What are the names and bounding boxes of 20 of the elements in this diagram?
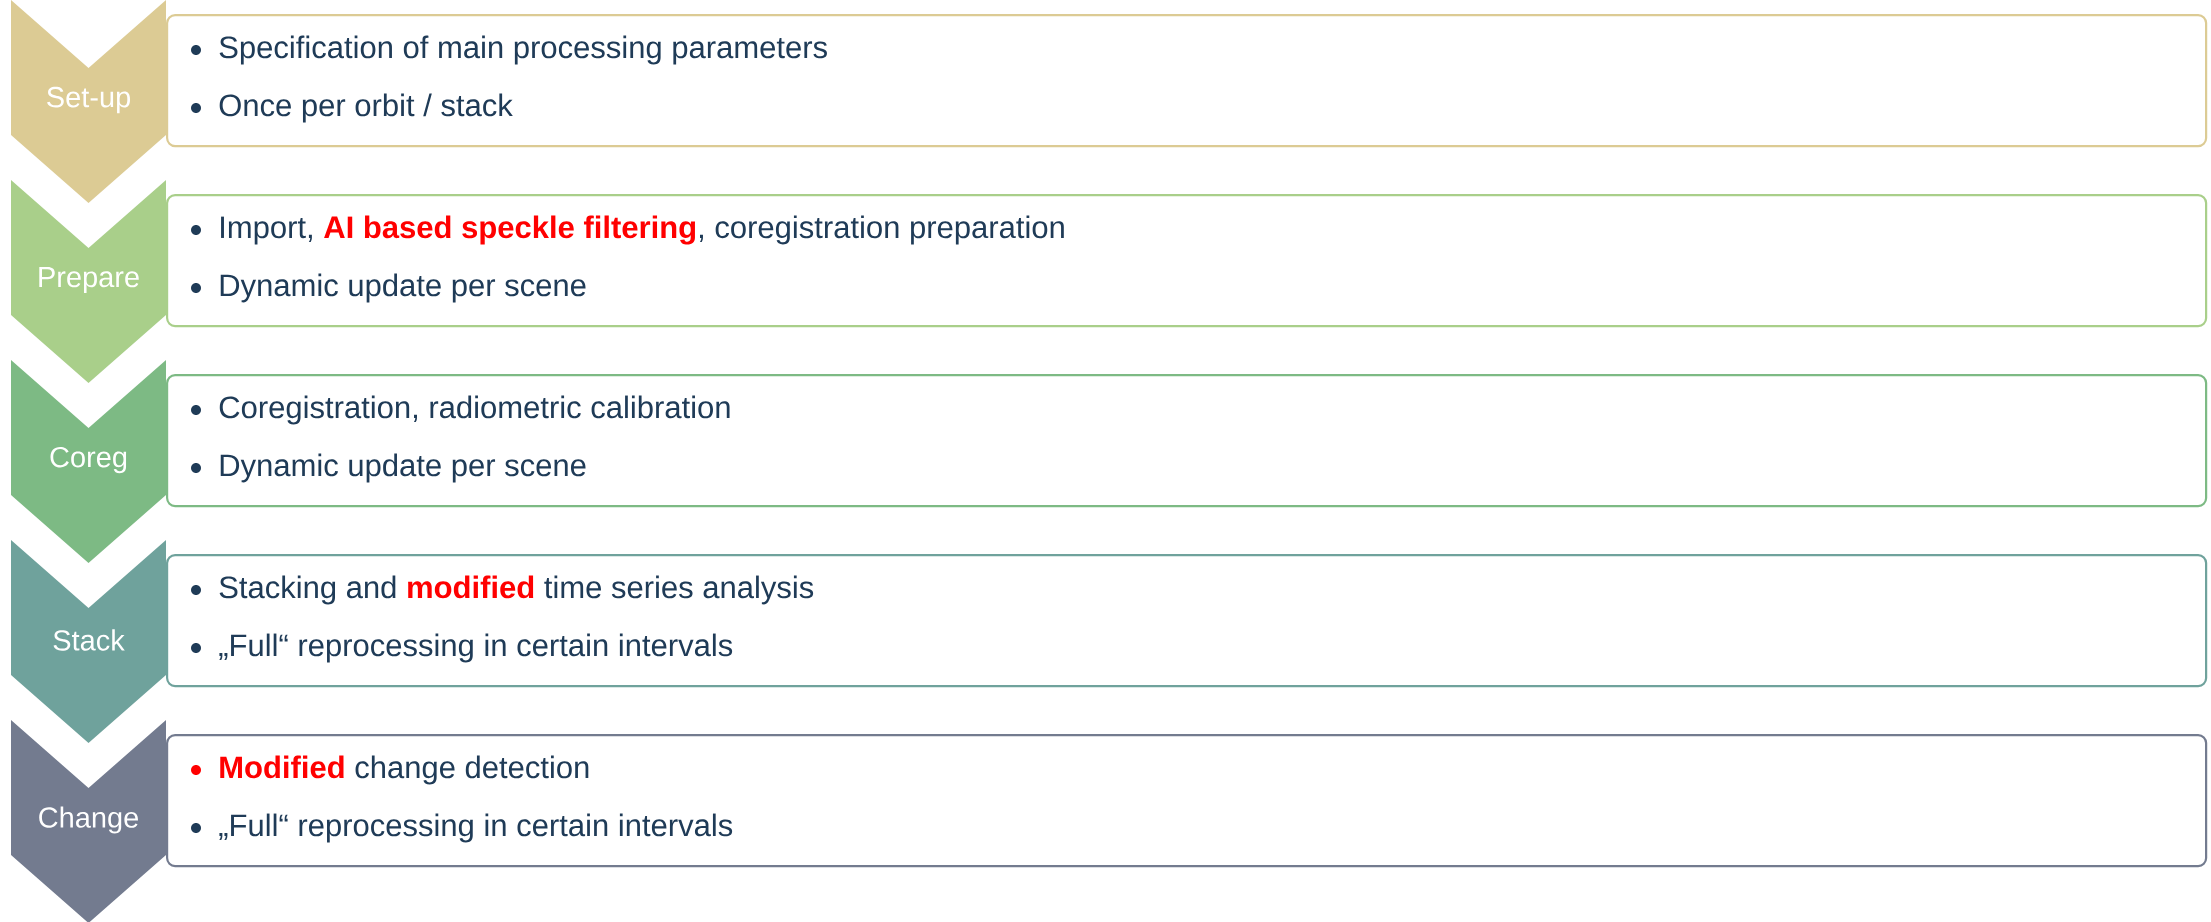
step-box: [166, 374, 2208, 508]
chevron-label: Change: [11, 720, 166, 922]
chevron-label: Set-up: [11, 0, 166, 203]
bullet-item: Once per orbit / stack: [191, 93, 513, 123]
bullet-item: Stacking and modified time series analysis: [191, 575, 814, 605]
step-box: [166, 554, 2208, 688]
bullet-item: Dynamic update per scene: [191, 453, 586, 483]
bullet-item: Modified change detection: [191, 755, 589, 785]
bullet-item: „Full“ reprocessing in certain intervals: [191, 633, 733, 663]
chevron-label: Prepare: [11, 180, 166, 383]
step-box: [166, 14, 2208, 148]
chevron-label: Stack: [11, 540, 166, 743]
bullet-item: Import, AI based speckle filtering, coregistration preparation: [191, 215, 1064, 245]
step-box: [166, 194, 2208, 328]
bullet-item: Specification of main processing parameters: [191, 35, 827, 65]
bullet-item: „Full“ reprocessing in certain intervals: [191, 813, 733, 843]
bullet-item: Coregistration, radiometric calibration: [191, 395, 730, 425]
bullet-item: Dynamic update per scene: [191, 273, 586, 303]
chevron-label: Coreg: [11, 360, 166, 563]
step-box: [166, 734, 2208, 868]
